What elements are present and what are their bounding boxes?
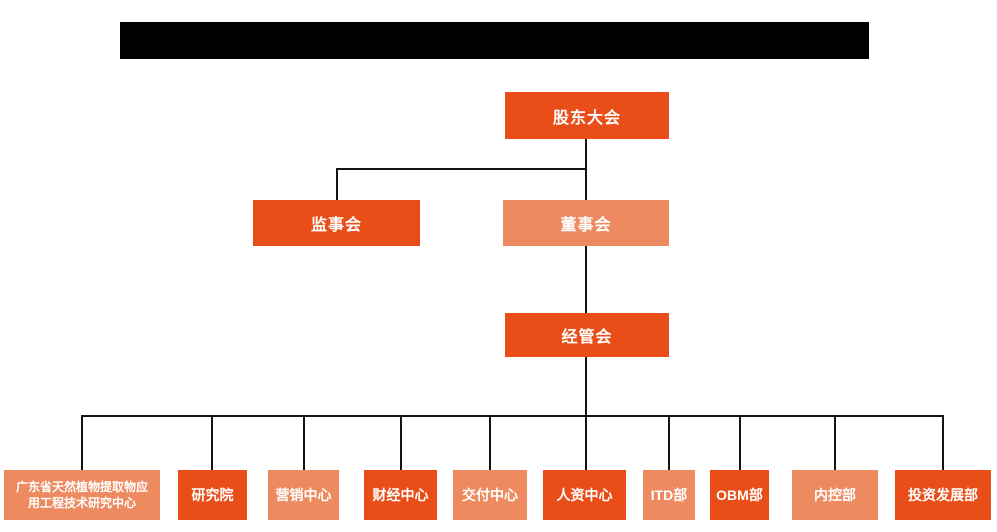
connector-management-bus (585, 357, 587, 415)
node-label: 监事会 (310, 217, 362, 234)
connector-drop-dept-9 (942, 415, 944, 470)
node-label: 经管会 (561, 329, 613, 346)
node-label: OBM部 (716, 487, 763, 503)
node-label: 营销中心 (275, 487, 332, 503)
node-board-of-directors: 董事会 (503, 200, 669, 246)
node-dept-itd: ITD部 (643, 470, 695, 520)
connector-drop-supervisors (336, 168, 338, 200)
connector-drop-dept-4 (489, 415, 491, 470)
node-board-of-supervisors: 监事会 (253, 200, 420, 246)
node-label: 投资发展部 (908, 487, 978, 503)
node-dept-internal-control: 内控部 (792, 470, 878, 520)
connector-drop-dept-2 (303, 415, 305, 470)
connector-drop-dept-7 (739, 415, 741, 470)
connector-drop-dept-3 (400, 415, 402, 470)
node-dept-delivery-center: 交付中心 (453, 470, 527, 520)
node-label: ITD部 (650, 487, 688, 503)
node-dept-finance-center: 财经中心 (364, 470, 437, 520)
connector-drop-dept-8 (834, 415, 836, 470)
node-label: 研究院 (191, 487, 234, 503)
connector-drop-dept-5 (585, 415, 587, 470)
connector-directors-management (585, 246, 587, 313)
node-shareholders-meeting: 股东大会 (505, 92, 669, 139)
connector-drop-dept-0 (81, 415, 83, 470)
node-label: 广东省天然植物提取物应用工程技术研究中心 (15, 479, 148, 510)
node-dept-obm: OBM部 (710, 470, 769, 520)
node-management-committee: 经管会 (505, 313, 669, 357)
redacted-title-bar (120, 22, 869, 59)
node-label: 内控部 (814, 487, 856, 503)
node-dept-investment-development: 投资发展部 (895, 470, 991, 520)
node-dept-hr-center: 人资中心 (543, 470, 626, 520)
node-label: 人资中心 (556, 487, 613, 503)
node-label: 财经中心 (372, 487, 429, 503)
node-label: 交付中心 (462, 487, 518, 503)
connector-drop-dept-6 (668, 415, 670, 470)
connector-drop-dept-1 (211, 415, 213, 470)
node-dept-research-center: 广东省天然植物提取物应用工程技术研究中心 (4, 470, 160, 520)
node-label: 股东大会 (552, 109, 621, 127)
connector-bus-horizontal (81, 415, 944, 417)
node-label: 董事会 (560, 217, 612, 234)
node-dept-research-institute: 研究院 (178, 470, 247, 520)
node-dept-marketing-center: 营销中心 (268, 470, 339, 520)
connector-branch-horizontal (336, 168, 587, 170)
